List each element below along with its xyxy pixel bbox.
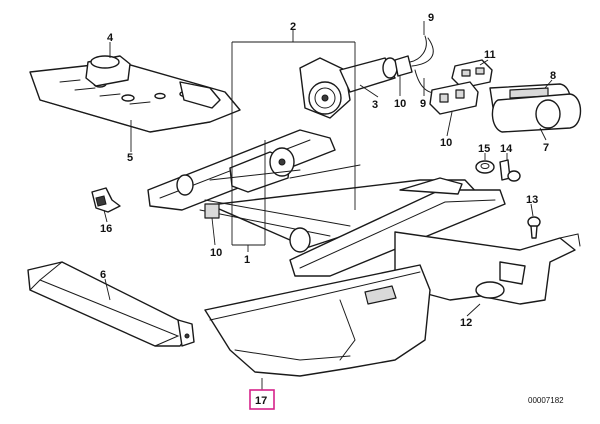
part-16-clip[interactable]	[91, 187, 121, 213]
callout-15: 15	[478, 143, 490, 155]
callout-11: 11	[484, 49, 496, 61]
part-17-side-trim-cover[interactable]	[204, 264, 431, 377]
callout-9-top: 9	[428, 12, 434, 24]
callout-16: 16	[100, 223, 112, 235]
callout-6: 6	[100, 269, 106, 281]
highlight-box	[249, 389, 275, 410]
callout-10-right: 10	[440, 137, 452, 149]
part-11-connector[interactable]	[451, 59, 493, 89]
diagram-reference-number: 00007182	[528, 396, 564, 405]
callout-10-top: 10	[394, 98, 406, 110]
callout-17: 17	[255, 395, 267, 407]
part-4-mount-bracket[interactable]	[85, 55, 221, 109]
callout-4: 4	[107, 32, 114, 44]
callout-10-left: 10	[210, 247, 222, 259]
part-3-seat-motor[interactable]	[299, 55, 413, 119]
callout-7: 7	[543, 142, 549, 154]
callout-3: 3	[372, 99, 378, 111]
part-13-screw[interactable]	[527, 216, 541, 239]
callout-8: 8	[550, 70, 556, 82]
part-1-adjustment-frame[interactable]	[147, 129, 481, 253]
callout-14: 14	[500, 143, 513, 155]
group-bracket-2	[231, 30, 356, 245]
leader-lines	[103, 21, 553, 390]
callout-labels: 4 5 2 3 10 9 9 11 8 10 7 15 14 13 16 10 …	[100, 12, 556, 329]
callout-13: 13	[526, 194, 538, 206]
callout-12: 12	[460, 317, 472, 329]
part-9-wire-lead[interactable]	[409, 35, 441, 94]
part-6-rail-bar[interactable]	[27, 261, 195, 347]
callout-1: 1	[244, 254, 250, 266]
part-14-bolt[interactable]	[499, 159, 521, 182]
group-bracket-1	[232, 140, 266, 252]
callout-5: 5	[127, 152, 133, 164]
part-15-nut[interactable]	[475, 160, 495, 174]
callout-9-lower: 9	[420, 98, 426, 110]
callout-17-highlight[interactable]: 17	[249, 389, 275, 410]
part-7-connector-cover[interactable]	[491, 93, 582, 133]
part-12-base-plate[interactable]	[394, 231, 581, 305]
callout-2: 2	[290, 21, 296, 33]
part-10-connector-plug[interactable]	[429, 81, 479, 115]
